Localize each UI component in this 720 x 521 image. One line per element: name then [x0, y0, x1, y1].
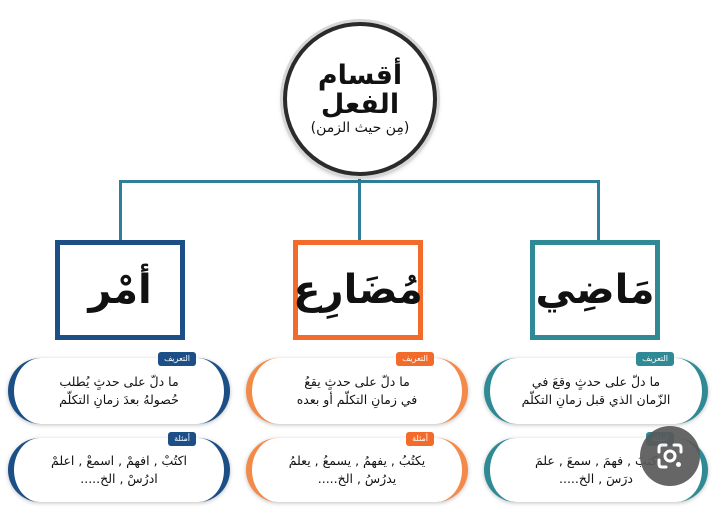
- example-line: اكتُبْ , افهمْ , اسمعْ , اعلمْ: [51, 452, 187, 468]
- definition-madi: التعريف ما دلّ على حدثٍ وقعَ في الزّمان …: [484, 352, 708, 424]
- category-amr: أمْر: [55, 240, 185, 340]
- definition-line: ما دلّ على حدثٍ يُطلب: [59, 373, 179, 389]
- examples-amr: أمثلة اكتُبْ , افهمْ , اسمعْ , اعلمْ ادر…: [8, 432, 230, 502]
- examples-badge: أمثلة: [406, 432, 434, 446]
- connector-right: [597, 180, 600, 242]
- root-node: أقسام الفعل (مِن حيث الزمن): [283, 22, 437, 176]
- definition-line: ما دلّ على حدثٍ يقعُ: [304, 373, 410, 389]
- definition-line: في زمانِ التكلّم أو بعده: [296, 392, 418, 407]
- example-line: ادرُسْ , الخ.....: [80, 471, 158, 486]
- example-line: كتبَ , فهمَ , سمعَ , علمَ: [534, 452, 658, 468]
- connector-center: [358, 176, 361, 242]
- examples-mudari: أمثلة يكتُبُ , يفهمُ , يسمعُ , يعلمُ يدر…: [246, 432, 468, 502]
- root-title: أقسام الفعل: [317, 60, 403, 120]
- examples-badge: أمثلة: [168, 432, 196, 446]
- category-mudari: مُضَارِع: [293, 240, 423, 340]
- definition-badge: التعريف: [396, 352, 434, 366]
- root-subtitle: (مِن حيث الزمن): [310, 120, 410, 136]
- definition-line: الزّمان الذي قبل زمانِ التكلّم: [521, 392, 671, 407]
- definition-line: حُصولهُ بعدَ زمانِ التكلّم: [59, 392, 179, 407]
- example-line: يدرُسُ , الخ.....: [317, 471, 397, 486]
- definition-amr: التعريف ما دلّ على حدثٍ يُطلب حُصولهُ بع…: [8, 352, 230, 424]
- google-lens-icon: [657, 443, 683, 469]
- example-line: درَسَ , الخ.....: [559, 471, 633, 486]
- definition-badge: التعريف: [158, 352, 196, 366]
- category-madi: مَاضِي: [530, 240, 660, 340]
- example-line: يكتُبُ , يفهمُ , يسمعُ , يعلمُ: [288, 452, 426, 468]
- definition-mudari: التعريف ما دلّ على حدثٍ يقعُ في زمانِ ال…: [246, 352, 468, 424]
- definition-line: ما دلّ على حدثٍ وقعَ في: [531, 373, 661, 389]
- connector-left: [119, 180, 122, 242]
- google-lens-button[interactable]: [640, 426, 700, 486]
- definition-badge: التعريف: [636, 352, 674, 366]
